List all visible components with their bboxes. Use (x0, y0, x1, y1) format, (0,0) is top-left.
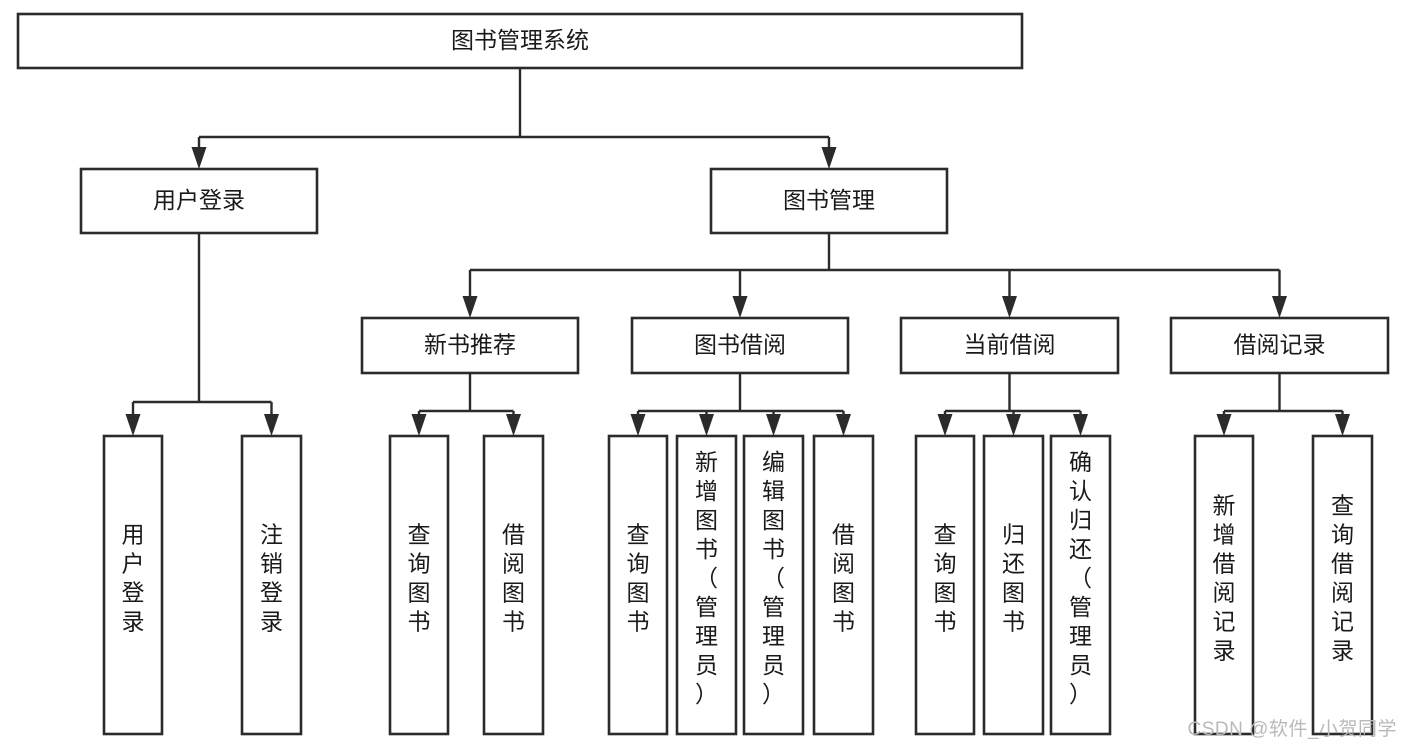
node-label: 借阅图书 (502, 522, 525, 635)
node-label: 借阅记录 (1234, 332, 1326, 358)
node-label: 查询借阅记录 (1331, 493, 1354, 664)
node-label: 确认归还（管理员） (1069, 449, 1092, 707)
node-leaf-9[interactable]: 归还图书 (982, 434, 1045, 736)
node-leaf-12[interactable]: 查询借阅记录 (1311, 434, 1374, 736)
node-label: 编辑图书（管理员） (762, 449, 785, 707)
node-leaf-10[interactable]: 确认归还（管理员） (1049, 434, 1112, 736)
node-label: 新增借阅记录 (1213, 493, 1236, 664)
node-leaf-11[interactable]: 新增借阅记录 (1193, 434, 1255, 736)
node-level3-1[interactable]: 图书借阅 (630, 316, 850, 375)
node-label: 新增图书（管理员） (695, 449, 718, 707)
connector-layer (125, 68, 1350, 436)
node-level3-3[interactable]: 借阅记录 (1169, 316, 1390, 375)
node-root-图书管理系统[interactable]: 图书管理系统 (16, 12, 1024, 70)
node-leaf-4[interactable]: 查询图书 (607, 434, 669, 736)
node-label: 图书管理 (783, 187, 875, 213)
node-label: 新书推荐 (424, 332, 516, 358)
node-level2-1[interactable]: 图书管理 (709, 167, 949, 235)
node-leaf-1[interactable]: 注销登录 (240, 434, 303, 736)
node-leaf-5[interactable]: 新增图书（管理员） (675, 434, 738, 736)
node-label: 图书借阅 (694, 332, 786, 358)
node-label: 查询图书 (408, 522, 431, 635)
node-level3-2[interactable]: 当前借阅 (899, 316, 1120, 375)
node-label: 注销登录 (260, 522, 283, 635)
node-leaf-7[interactable]: 借阅图书 (812, 434, 875, 736)
node-label: 查询图书 (934, 522, 957, 635)
node-leaf-6[interactable]: 编辑图书（管理员） (742, 434, 805, 736)
node-label: 用户登录 (122, 522, 145, 635)
node-label: 用户登录 (153, 187, 245, 213)
node-leaf-3[interactable]: 借阅图书 (482, 434, 545, 736)
node-level2-0[interactable]: 用户登录 (79, 167, 319, 235)
node-leaf-0[interactable]: 用户登录 (102, 434, 164, 736)
node-leaf-8[interactable]: 查询图书 (914, 434, 976, 736)
node-label: 借阅图书 (832, 522, 855, 635)
node-label: 查询图书 (627, 522, 650, 635)
node-label: 图书管理系统 (451, 27, 589, 53)
node-label: 当前借阅 (964, 332, 1056, 358)
node-layer: 图书管理系统用户登录图书管理新书推荐图书借阅当前借阅借阅记录用户登录注销登录查询… (16, 12, 1390, 736)
node-level3-0[interactable]: 新书推荐 (360, 316, 580, 375)
node-label: 归还图书 (1002, 522, 1025, 635)
node-leaf-2[interactable]: 查询图书 (388, 434, 450, 736)
